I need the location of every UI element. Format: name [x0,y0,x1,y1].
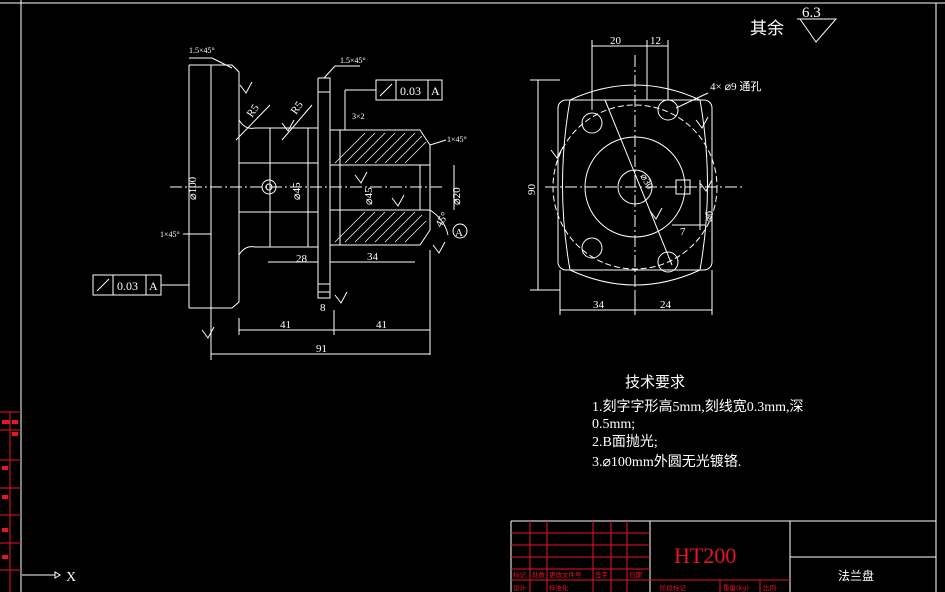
datum-symbol: A [452,223,468,239]
svg-text:28: 28 [296,253,308,265]
left-margin-table [0,411,21,592]
svg-text:41: 41 [376,319,387,331]
svg-text:比例: 比例 [763,583,776,592]
svg-text:34: 34 [367,251,379,263]
svg-text:A: A [431,84,440,98]
svg-text:处数: 处数 [532,570,546,579]
tech-line-1: 1.刻字字形高5mm,刻线宽0.3mm,深 [592,398,804,415]
svg-text:⌀6: ⌀6 [704,211,715,222]
tech-line-4: 3.⌀100mm外圆无光镀铬. [592,453,741,470]
svg-text:3×2: 3×2 [352,112,365,121]
svg-text:重量(kg): 重量(kg) [723,584,749,592]
svg-text:0.03: 0.03 [117,279,138,293]
svg-text:6.3: 6.3 [802,5,821,21]
section-view: 28 8 34 41 41 91 ⌀100 ⌀45 ⌀45 ⌀20 [92,46,468,360]
tolerance-frame-bottom: 0.03 A [92,274,189,296]
svg-text:8: 8 [320,302,326,314]
svg-text:R5: R5 [289,99,306,117]
roughness-marks [201,81,446,339]
section-hatching [334,132,427,243]
surface-finish-note: 其余 6.3 [750,5,838,43]
svg-text:X: X [66,570,76,585]
svg-text:12: 12 [650,35,661,47]
side-dimensions: 20 12 90 34 24 4× ⌀9 通孔 ⌀30 ⌀6 7 [526,35,761,315]
svg-text:A: A [455,227,463,239]
svg-text:90: 90 [526,184,538,196]
svg-text:标记: 标记 [513,570,527,579]
svg-text:⌀45: ⌀45 [363,187,375,205]
svg-text:⌀20: ⌀20 [451,187,463,205]
part-name: 法兰盘 [838,568,874,583]
svg-text:阶段标记: 阶段标记 [660,583,687,592]
svg-text:4× ⌀9 通孔: 4× ⌀9 通孔 [710,80,761,93]
svg-text:34: 34 [593,299,605,311]
svg-text:1.5×45°: 1.5×45° [340,56,366,65]
svg-text:设计: 设计 [513,583,527,592]
material-label: HT200 [674,543,736,568]
svg-text:91: 91 [316,343,327,355]
ucs-icon: X [22,570,76,585]
tolerance-frame-top: 0.03 A [344,79,443,130]
tech-line-3: 2.B面抛光; [592,434,658,450]
svg-text:⌀100: ⌀100 [187,176,199,200]
tech-title: 技术要求 [625,374,685,391]
svg-text:24: 24 [660,299,672,311]
svg-text:日期: 日期 [629,571,643,579]
technical-requirements: 技术要求 1.刻字字形高5mm,刻线宽0.3mm,深 0.5mm; 2.B面抛光… [592,374,804,470]
svg-text:1×45°: 1×45° [160,230,180,239]
svg-text:⌀45: ⌀45 [291,182,303,200]
svg-text:标准化: 标准化 [549,583,569,592]
svg-text:更改文件号: 更改文件号 [549,570,582,579]
title-block: 标记 处数 更改文件号 签字 日期 设计 标准化 阶段标记 重量(kg) 比例 … [510,520,936,592]
svg-text:1.5×45°: 1.5×45° [189,46,215,55]
svg-text:7: 7 [680,226,686,238]
svg-text:1×45°: 1×45° [447,135,467,144]
tech-line-2: 0.5mm; [592,417,635,432]
svg-text:其余: 其余 [750,19,784,38]
svg-text:R5: R5 [245,102,262,120]
svg-text:45°: 45° [433,210,451,229]
svg-text:签字: 签字 [595,570,609,579]
svg-text:0.03: 0.03 [400,84,421,98]
svg-text:20: 20 [610,35,622,47]
svg-text:A: A [149,279,158,293]
svg-text:41: 41 [280,319,291,331]
side-view: 20 12 90 34 24 4× ⌀9 通孔 ⌀30 ⌀6 7 [526,35,761,315]
